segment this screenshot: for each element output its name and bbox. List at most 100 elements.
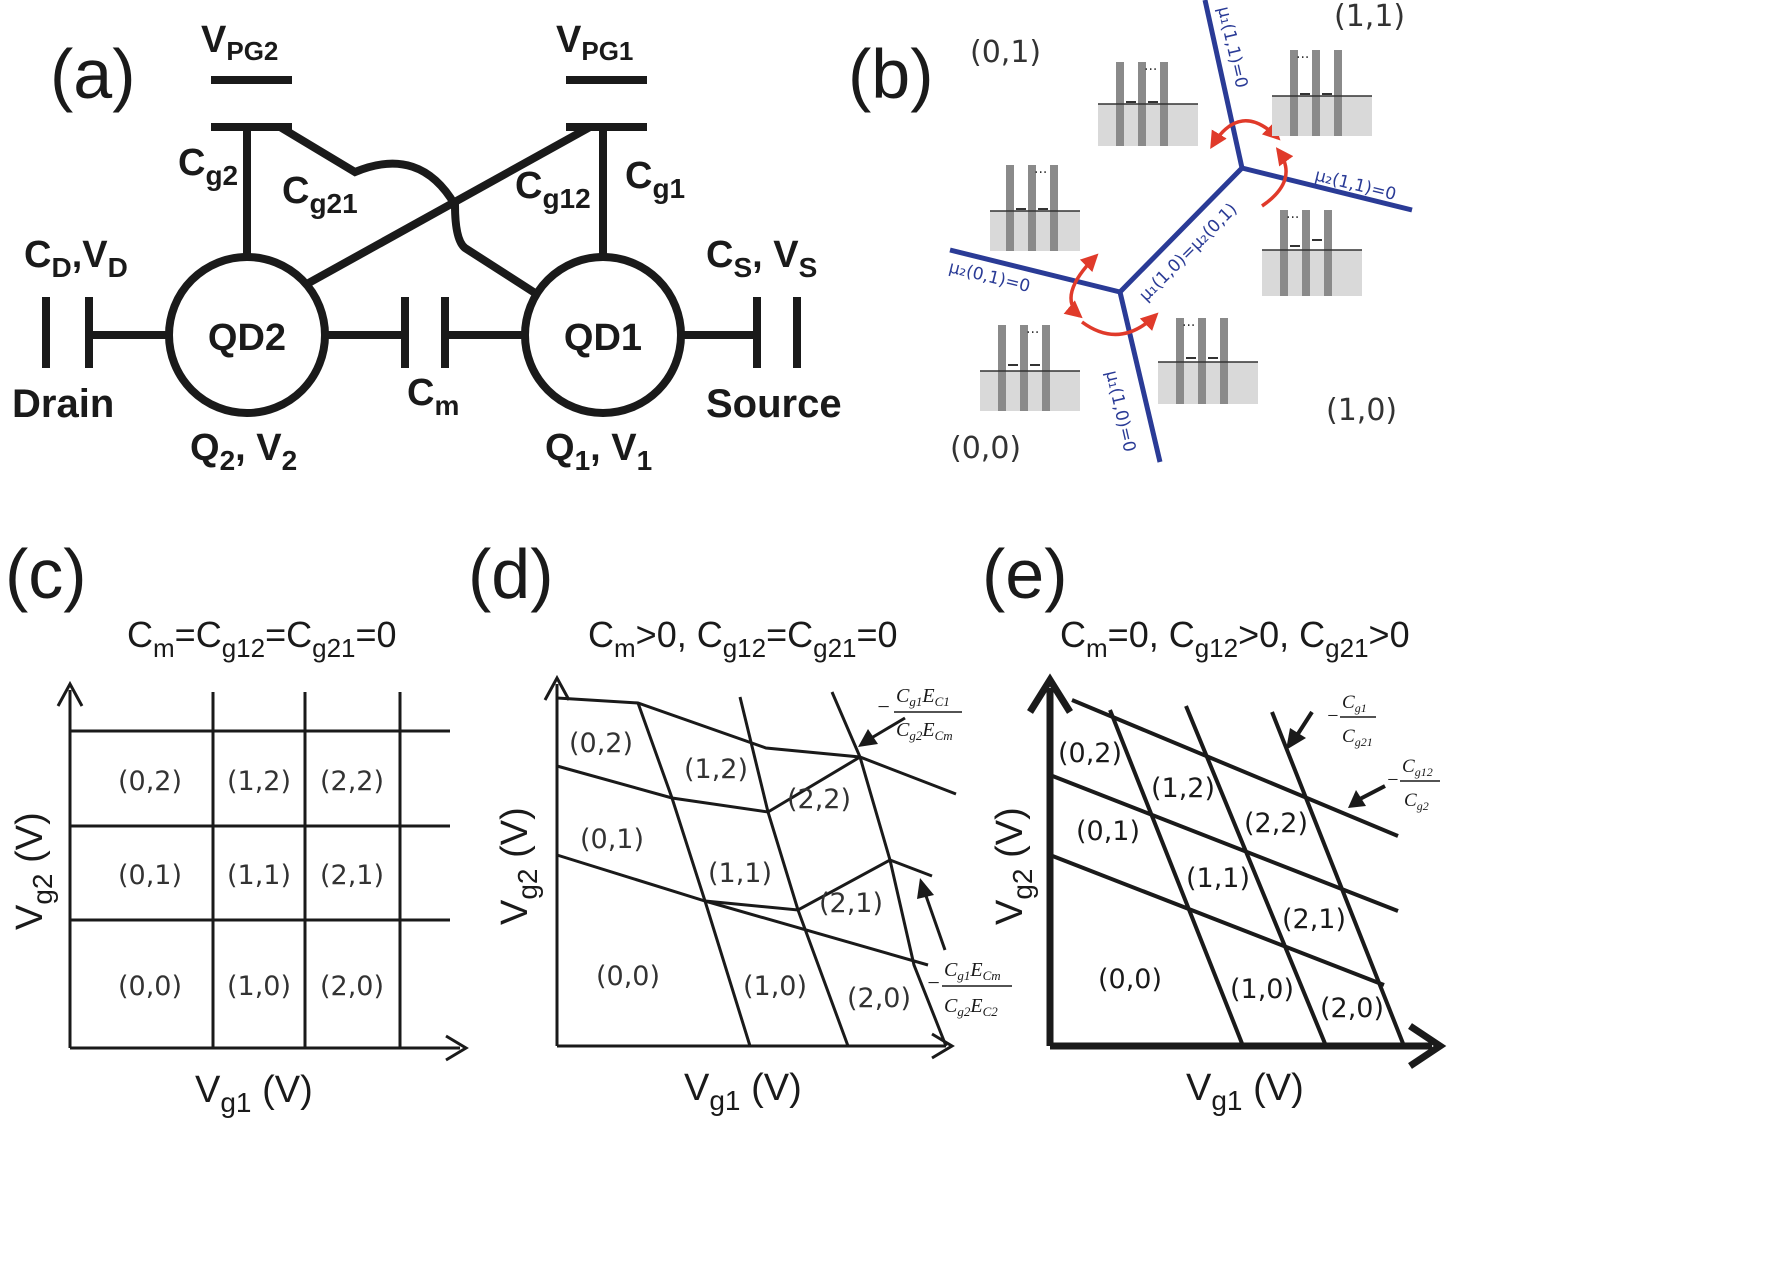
c-x-arrow bbox=[445, 1034, 469, 1062]
d-cell-11: (1,1) bbox=[708, 858, 772, 889]
e-y-label: Vg2 (V) bbox=[989, 807, 1038, 925]
svg-text:−: − bbox=[1386, 769, 1400, 791]
e-cell-00: (0,0) bbox=[1098, 964, 1162, 995]
svg-text:−: − bbox=[926, 970, 941, 995]
arrow-top-right bbox=[1261, 147, 1294, 208]
label-mu2-11: μ₂(1,1)=0 bbox=[1313, 165, 1398, 204]
panel-d: (d) Cm>0, Cg12=Cg21=0 (0,2) (1,2) (2,2) … bbox=[468, 535, 1012, 1116]
d-cell-10: (1,0) bbox=[743, 971, 807, 1002]
e-cell-01: (0,1) bbox=[1076, 816, 1140, 847]
label-mu1-10: μ₁(1,0)=0 bbox=[1101, 369, 1139, 454]
d-cell-12: (1,2) bbox=[684, 754, 748, 785]
d-annotation-2: − Cg1ECm Cg2EC2 bbox=[926, 959, 1012, 1019]
svg-text:···: ··· bbox=[1034, 165, 1047, 181]
c-y-arrow bbox=[56, 680, 84, 707]
cg21-wire bbox=[277, 123, 538, 297]
arrow-left bbox=[1063, 253, 1099, 319]
e-arrow2-shaft bbox=[1357, 784, 1386, 802]
cd-vd-label: CD,VD bbox=[24, 234, 128, 283]
e-vline-2 bbox=[1184, 705, 1328, 1047]
svg-text:···: ··· bbox=[1286, 210, 1299, 226]
d-line-2 bbox=[556, 755, 861, 814]
panel-d-label: (d) bbox=[468, 535, 554, 613]
line-mu1-10 bbox=[1117, 291, 1163, 463]
e-x-label: Vg1 (V) bbox=[1186, 1067, 1304, 1116]
svg-text:···: ··· bbox=[1182, 318, 1195, 334]
cg21-label: Cg21 bbox=[282, 170, 358, 219]
level-icon-00: ··· bbox=[980, 325, 1080, 411]
d-cell-21: (2,1) bbox=[819, 888, 883, 919]
e-cell-20: (2,0) bbox=[1320, 993, 1384, 1024]
d-cell-01: (0,1) bbox=[580, 824, 644, 855]
cs-vs-label: CS, VS bbox=[706, 234, 817, 283]
e-arrow2-head bbox=[1348, 790, 1366, 808]
c-y-label: Vg2 (V) bbox=[9, 812, 58, 930]
panel-e-label: (e) bbox=[982, 535, 1068, 613]
level-icon-01: ··· bbox=[1098, 62, 1198, 146]
panel-a-label: (a) bbox=[50, 35, 136, 113]
d-cell-00: (0,0) bbox=[596, 961, 660, 992]
vpg2-label: VPG2 bbox=[201, 19, 278, 66]
svg-text:···: ··· bbox=[1296, 50, 1309, 66]
cg2-label: Cg2 bbox=[178, 142, 238, 191]
svg-text:Cg2EC2: Cg2EC2 bbox=[944, 995, 998, 1019]
d-cell-22: (2,2) bbox=[787, 784, 851, 815]
c-cell-01: (0,1) bbox=[118, 860, 182, 891]
svg-text:Cg1: Cg1 bbox=[1342, 692, 1367, 715]
d-line-v1 bbox=[636, 702, 752, 1047]
level-icon-mid-right: ··· bbox=[1262, 210, 1362, 296]
d-arrow2-shaft bbox=[923, 892, 947, 951]
label-mu2-01: μ₂(0,1)=0 bbox=[947, 257, 1032, 296]
e-cell-12: (1,2) bbox=[1151, 773, 1215, 804]
e-cell-11: (1,1) bbox=[1186, 863, 1250, 894]
c-cell-20: (2,0) bbox=[320, 971, 384, 1002]
panel-e: (e) Cm=0, Cg12>0, Cg21>0 (0,2) (1,2) (2,… bbox=[982, 535, 1447, 1116]
q2-v2-label: Q2, V2 bbox=[190, 427, 297, 476]
region-01: (0,1) bbox=[970, 35, 1041, 70]
e-annotation-1: − Cg1 Cg21 bbox=[1326, 692, 1376, 749]
svg-text:Cg1EC1: Cg1EC1 bbox=[896, 685, 950, 709]
e-vline-1 bbox=[1108, 709, 1245, 1047]
cg12-label: Cg12 bbox=[515, 165, 591, 214]
c-cell-21: (2,1) bbox=[320, 860, 384, 891]
e-cell-02: (0,2) bbox=[1058, 738, 1122, 769]
d-annotation-1: − Cg1EC1 Cg2ECm bbox=[876, 685, 962, 743]
d-arrow2-head bbox=[917, 878, 934, 899]
drain-label: Drain bbox=[12, 382, 114, 426]
region-00: (0,0) bbox=[950, 431, 1021, 466]
d-line-v3 bbox=[830, 691, 948, 1047]
svg-text:Cg1ECm: Cg1ECm bbox=[944, 959, 1001, 983]
panel-c-condition: Cm=Cg12=Cg21=0 bbox=[127, 614, 397, 663]
line-mu2-11 bbox=[1241, 165, 1413, 213]
arrow-top bbox=[1210, 119, 1281, 149]
d-x-arrow bbox=[931, 1032, 955, 1060]
svg-text:−: − bbox=[1326, 705, 1340, 727]
cg1-label: Cg1 bbox=[625, 155, 685, 204]
svg-text:Cg21: Cg21 bbox=[1342, 726, 1373, 749]
e-cell-10: (1,0) bbox=[1230, 974, 1294, 1005]
c-cell-02: (0,2) bbox=[118, 766, 182, 797]
e-cell-22: (2,2) bbox=[1244, 808, 1308, 839]
c-cell-22: (2,2) bbox=[320, 766, 384, 797]
d-x-label: Vg1 (V) bbox=[684, 1067, 802, 1116]
d-y-label: Vg2 (V) bbox=[494, 807, 543, 925]
c-cell-10: (1,0) bbox=[227, 971, 291, 1002]
level-icon-10: ··· bbox=[1158, 318, 1258, 404]
source-label: Source bbox=[706, 382, 842, 426]
d-cell-20: (2,0) bbox=[847, 983, 911, 1014]
d-y-arrow bbox=[543, 674, 571, 701]
svg-text:−: − bbox=[876, 694, 891, 719]
panel-c: (c) Cm=Cg12=Cg21=0 (0,2) (1,2) (2,2) (0,… bbox=[5, 535, 469, 1118]
panel-b-label: (b) bbox=[848, 35, 934, 113]
level-icon-mid-left: ··· bbox=[990, 165, 1080, 251]
e-arrow1-head bbox=[1286, 728, 1306, 750]
d-arrow1-head bbox=[858, 729, 878, 747]
e-cell-21: (2,1) bbox=[1282, 904, 1346, 935]
svg-text:···: ··· bbox=[1026, 325, 1039, 341]
line-mu1-10-mu2-01 bbox=[1118, 166, 1244, 294]
d-line-top bbox=[556, 696, 957, 796]
e-hline-3 bbox=[1049, 853, 1385, 987]
d-arrow1-shaft bbox=[867, 716, 906, 742]
label-mu-middle: μ₁(1,0)=μ₂(0,1) bbox=[1135, 199, 1241, 305]
